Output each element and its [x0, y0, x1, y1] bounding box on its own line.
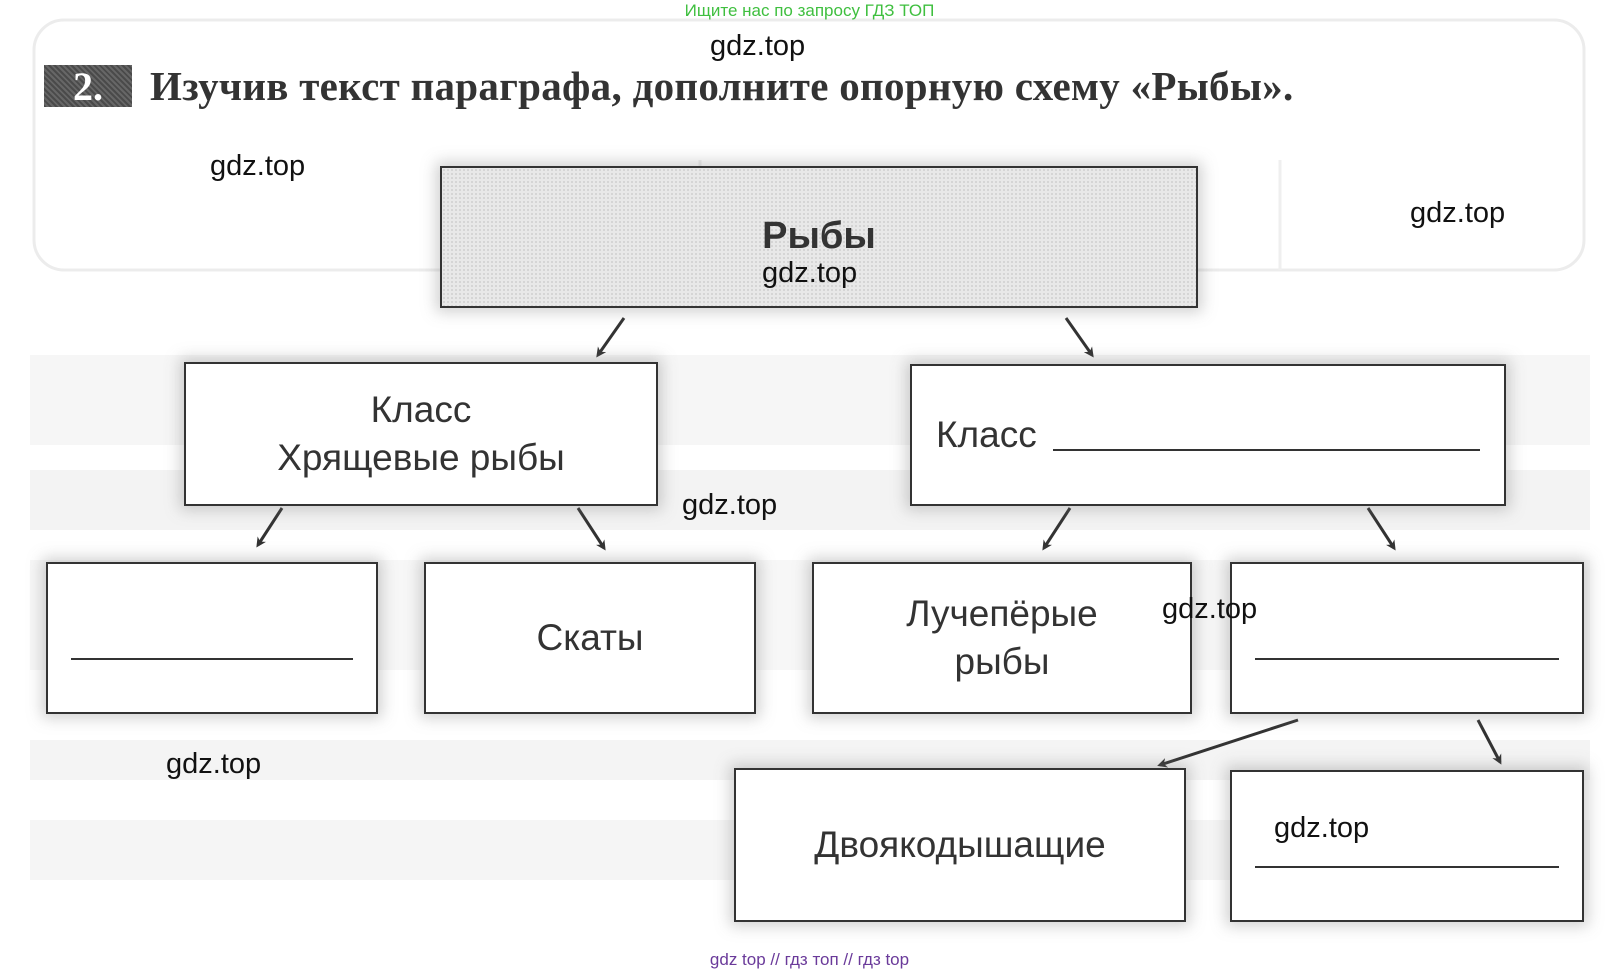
watermark: gdz.top	[682, 489, 778, 521]
watermark: gdz.top	[1162, 593, 1258, 625]
arrow-root-to-left-class	[596, 317, 626, 358]
blank-lower-line[interactable]	[1255, 860, 1559, 868]
rayfinned-line2: рыбы	[954, 641, 1050, 682]
rays-label: Скаты	[536, 616, 644, 658]
arrow-left-class-to-blank	[256, 507, 284, 548]
lungfish-box: Двоякодышащие	[734, 768, 1186, 922]
blank-left-line[interactable]	[71, 652, 353, 660]
arrow-right-class-to-blank	[1366, 507, 1396, 551]
blank-box-right	[1230, 562, 1584, 714]
rayfinned-line1: Лучепёрые	[906, 592, 1098, 634]
right-class-box: Класс	[910, 364, 1506, 506]
left-class-box: Класс Хрящевые рыбы	[184, 362, 658, 506]
left-class-name: Хрящевые рыбы	[277, 437, 565, 478]
root-box-fish: Рыбы	[440, 166, 1198, 308]
arrow-blank-to-blank-lower	[1476, 719, 1502, 765]
task-heading: 2. Изучив текст параграфа, дополните опо…	[44, 62, 1294, 110]
left-class-label: Класс	[370, 388, 472, 430]
arrow-root-to-right-class	[1064, 317, 1094, 358]
right-class-blank[interactable]	[1052, 443, 1480, 452]
blank-box-left	[46, 562, 378, 714]
watermark: gdz.top	[210, 150, 306, 182]
arrow-blank-to-lungfish	[1157, 718, 1299, 768]
watermark: gdz.top	[1410, 197, 1506, 229]
rays-box: Скаты	[424, 562, 756, 714]
arrow-right-class-to-rayfinned	[1042, 507, 1072, 551]
rayfinned-box: Лучепёрые рыбы	[812, 562, 1192, 714]
bottom-banner: gdz top // гдз топ // гдз top	[709, 950, 910, 969]
top-banner: Ищите нас по запросу ГДЗ ТОП	[684, 1, 935, 20]
watermark: gdz.top	[166, 748, 262, 780]
watermark: gdz.top	[762, 257, 858, 289]
task-text: Изучив текст параграфа, дополните опорну…	[150, 63, 1294, 109]
task-number-badge: 2.	[44, 64, 132, 109]
watermark: gdz.top	[1274, 812, 1370, 844]
arrow-left-class-to-rays	[576, 507, 606, 551]
blank-box-lower	[1230, 770, 1584, 922]
right-class-label: Класс	[936, 413, 1037, 455]
watermark: gdz.top	[710, 30, 806, 62]
blank-right-line[interactable]	[1255, 652, 1559, 660]
lungfish-label: Двоякодышащие	[814, 823, 1106, 865]
root-label: Рыбы	[762, 215, 876, 258]
